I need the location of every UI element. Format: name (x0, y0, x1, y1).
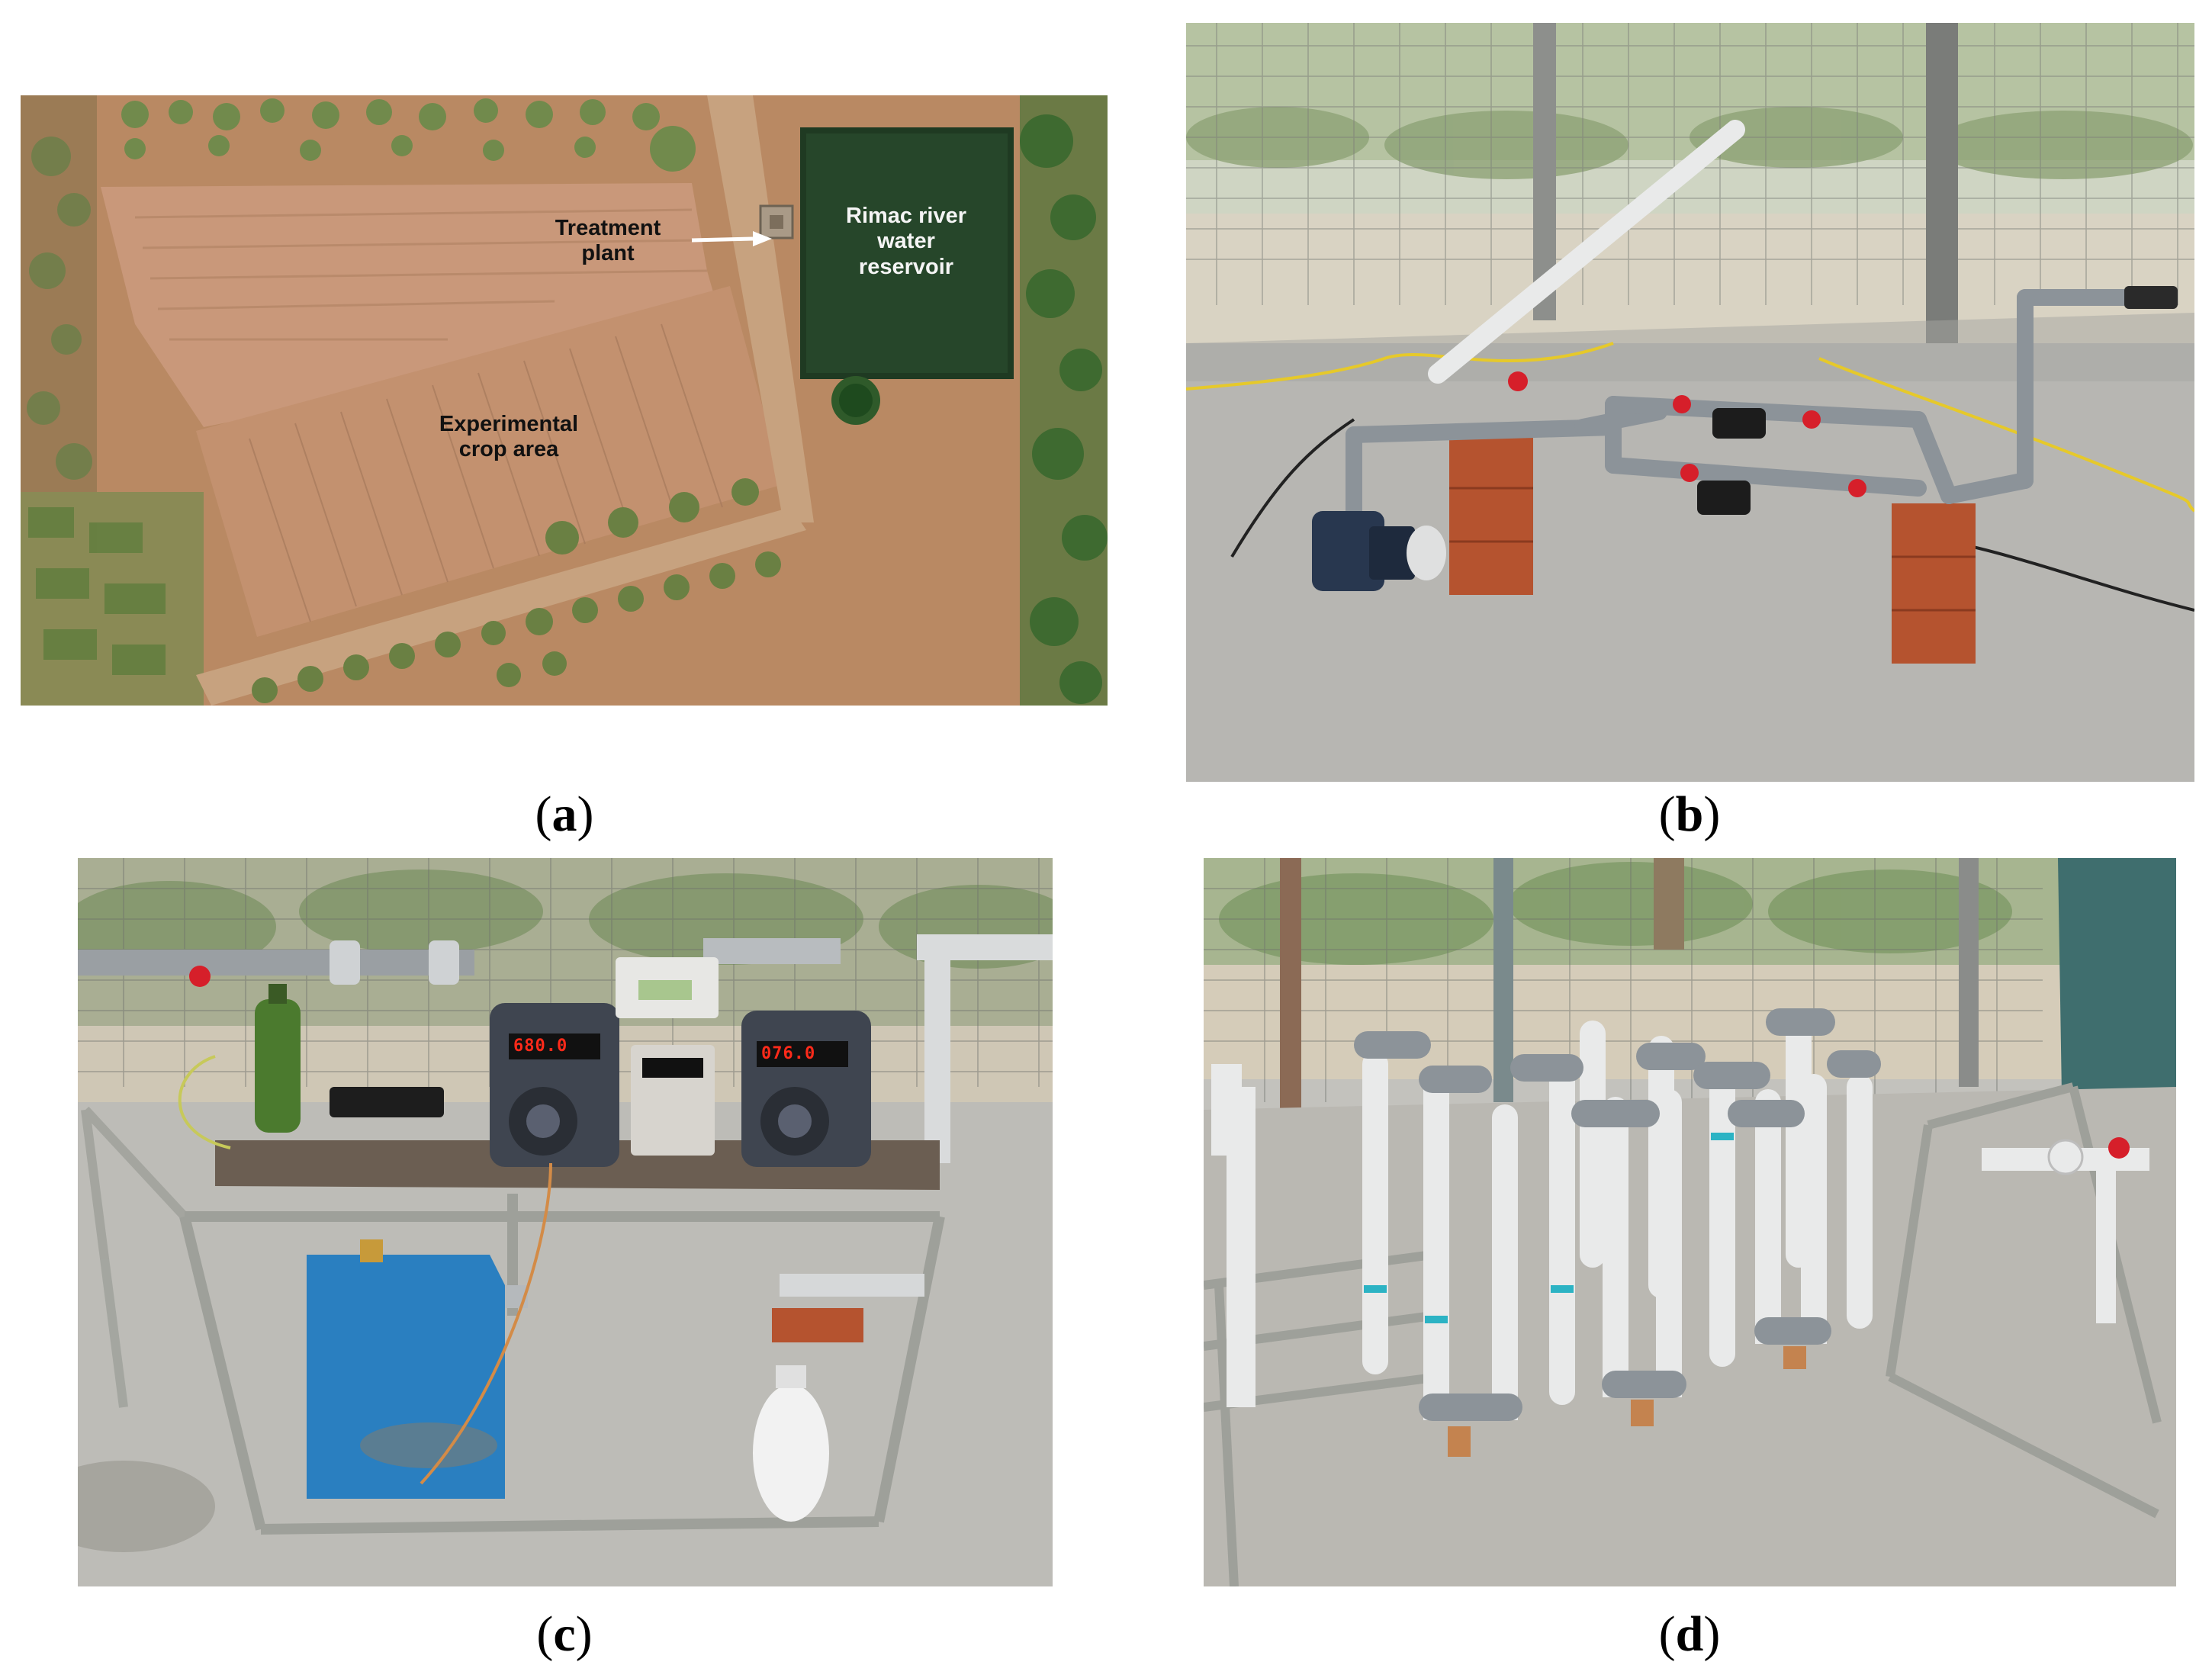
panel-a-aerial-photo: Treatment plant Rimac river water reserv… (21, 95, 1108, 706)
crop-area-label-line2: crop area (458, 437, 559, 462)
crop-area-label-line1: Experimental (439, 412, 579, 436)
panel-d-pvc-pipes-photo (1204, 858, 2176, 1586)
reservoir-label: Rimac river water reservoir (806, 204, 1006, 280)
reservoir-label-line3: reservoir (858, 254, 954, 279)
treatment-plant-label-line2: plant (581, 241, 635, 266)
caption-a-letter: a (551, 786, 577, 842)
treatment-plant-label-line1: Treatment (555, 216, 661, 240)
caption-b-letter: b (1675, 786, 1704, 842)
right-pump-display: 076.0 (761, 1044, 816, 1063)
pump-manifold-image (1186, 23, 2194, 782)
caption-b: (b) (1658, 786, 1721, 842)
treatment-plant-label: Treatment plant (524, 216, 692, 267)
panel-b-pump-filter-photo (1186, 23, 2194, 782)
caption-a: (a) (535, 786, 594, 842)
caption-c-letter: c (553, 1606, 576, 1662)
left-pump-display: 680.0 (513, 1037, 568, 1056)
panel-c-dosing-bench-photo: 680.0 076.0 (78, 858, 1053, 1586)
reservoir-label-line2: water (877, 229, 935, 254)
reservoir-label-line1: Rimac river (846, 204, 966, 228)
pvc-pipes-image (1204, 858, 2176, 1586)
caption-d: (d) (1658, 1606, 1721, 1662)
aerial-map-image (21, 95, 1108, 706)
crop-area-label: Experimental crop area (417, 412, 600, 463)
caption-d-letter: d (1675, 1606, 1704, 1662)
dosing-bench-image (78, 858, 1053, 1586)
caption-c: (c) (536, 1606, 593, 1662)
